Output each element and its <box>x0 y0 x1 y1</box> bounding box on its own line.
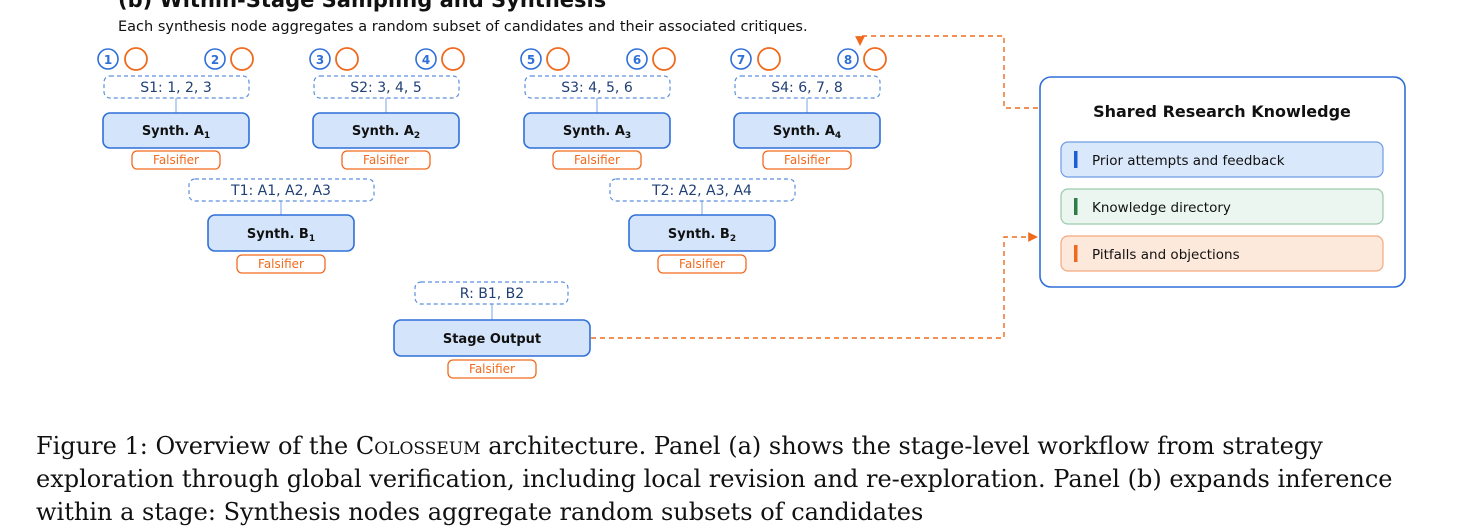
subset-box-t2: T2: A2, A3, A4 <box>609 178 796 202</box>
synth-node-a2: Synth. A2 <box>312 112 460 149</box>
candidate-pair: 6 <box>626 47 676 71</box>
knowledge-title: Shared Research Knowledge <box>1093 102 1351 121</box>
falsifier-tag: Falsifier <box>236 254 326 274</box>
candidate-pair: 5 <box>520 47 570 71</box>
accent-bar <box>1074 198 1078 215</box>
candidate-circle <box>309 48 331 70</box>
candidate-circle <box>837 48 859 70</box>
caption-text-pre: Overview of the <box>155 432 349 460</box>
knowledge-item-directory: Knowledge directory <box>1060 188 1384 225</box>
falsifier-label: Falsifier <box>258 257 304 271</box>
synth-node-b1: Synth. B1 <box>207 214 355 252</box>
critique-circle <box>441 47 465 71</box>
synth-node-a4: Synth. A4 <box>733 112 881 149</box>
candidate-number: 8 <box>844 53 852 67</box>
candidate-pair: 7 <box>730 47 781 71</box>
candidate-number: 5 <box>527 53 535 67</box>
candidate-pair: 1 <box>97 47 148 71</box>
svg-text:Synth. A2: Synth. A2 <box>352 124 420 141</box>
knowledge-to-candidate-link <box>855 35 1038 109</box>
candidate-pair: 3 <box>309 47 359 71</box>
svg-text:S2: 3, 4, 5: S2: 3, 4, 5 <box>350 80 421 96</box>
svg-text:T2: A2, A3, A4: T2: A2, A3, A4 <box>651 183 752 199</box>
falsifier-tag: Falsifier <box>341 150 431 170</box>
svg-text:Stage Output: Stage Output <box>443 332 541 347</box>
caption-name: Colosseum <box>355 432 481 460</box>
synth-node-a1: Synth. A1 <box>102 112 250 149</box>
falsifier-label: Falsifier <box>153 153 199 167</box>
falsifier-tag: Falsifier <box>131 150 221 170</box>
panel-subtitle: Each synthesis node aggregates a random … <box>118 19 808 35</box>
candidate-number: 2 <box>211 53 219 67</box>
accent-bar <box>1074 151 1078 168</box>
candidate-number: 7 <box>737 53 745 67</box>
svg-text:R: B1, B2: R: B1, B2 <box>460 286 524 302</box>
figure-caption: Figure 1: Overview of the Colosseum arch… <box>36 430 1448 529</box>
svg-text:Synth. A1: Synth. A1 <box>142 124 210 141</box>
synth-node-b2: Synth. B2 <box>628 214 776 252</box>
candidate-circle <box>626 48 648 70</box>
svg-text:T1: A1, A2, A3: T1: A1, A2, A3 <box>230 183 331 199</box>
svg-text:Pitfalls and objections: Pitfalls and objections <box>1092 247 1240 263</box>
falsifier-label: Falsifier <box>784 153 830 167</box>
svg-text:S3: 4, 5, 6: S3: 4, 5, 6 <box>561 80 633 96</box>
candidate-circle <box>97 48 119 70</box>
caption-figure-number: Figure 1: <box>36 432 148 460</box>
svg-text:Knowledge directory: Knowledge directory <box>1092 200 1231 216</box>
candidate-pair: 8 <box>837 47 887 71</box>
falsifier-label: Falsifier <box>679 257 725 271</box>
svg-text:S1: 1, 2, 3: S1: 1, 2, 3 <box>140 80 211 96</box>
svg-text:S4: 6, 7, 8: S4: 6, 7, 8 <box>771 80 842 96</box>
tree-connectors <box>175 98 808 320</box>
subset-box-r: R: B1, B2 <box>414 281 569 305</box>
subset-box-s3: S3: 4, 5, 6 <box>524 75 671 99</box>
candidate-circle <box>730 48 752 70</box>
candidate-pair: 2 <box>204 47 254 71</box>
svg-text:Synth. B1: Synth. B1 <box>247 227 315 244</box>
candidate-number: 4 <box>422 53 430 67</box>
knowledge-item-pitfalls: Pitfalls and objections <box>1060 235 1384 272</box>
accent-bar <box>1074 245 1078 262</box>
subset-box-s2: S2: 3, 4, 5 <box>313 75 460 99</box>
candidate-number: 1 <box>104 53 112 67</box>
svg-text:Synth. B2: Synth. B2 <box>668 227 736 244</box>
falsifier-tag: Falsifier <box>762 150 852 170</box>
candidate-circle <box>204 48 226 70</box>
knowledge-item-prior-attempts: Prior attempts and feedback <box>1060 141 1384 178</box>
panel-title: (b) Within-Stage Sampling and Synthesis <box>118 0 607 12</box>
svg-text:Synth. A3: Synth. A3 <box>563 124 631 141</box>
stage-output-node: Stage Output <box>393 319 591 357</box>
critique-circle <box>757 47 781 71</box>
subset-box-s1: S1: 1, 2, 3 <box>103 75 250 99</box>
svg-text:Prior attempts and feedback: Prior attempts and feedback <box>1092 153 1285 169</box>
falsifier-tag: Falsifier <box>657 254 747 274</box>
falsifier-label: Falsifier <box>469 362 515 376</box>
critique-circle <box>546 47 570 71</box>
candidate-number: 6 <box>633 53 641 67</box>
candidate-circle <box>415 48 437 70</box>
falsifier-label: Falsifier <box>574 153 620 167</box>
candidate-pair: 4 <box>415 47 465 71</box>
critique-circle <box>124 47 148 71</box>
candidate-circle <box>520 48 542 70</box>
critique-circle <box>652 47 676 71</box>
subset-box-s4: S4: 6, 7, 8 <box>734 75 881 99</box>
falsifier-label: Falsifier <box>363 153 409 167</box>
synth-node-a3: Synth. A3 <box>523 112 671 149</box>
candidate-number: 3 <box>316 53 324 67</box>
svg-text:Synth. A4: Synth. A4 <box>773 124 841 141</box>
critique-circle <box>230 47 254 71</box>
shared-knowledge-panel: Shared Research Knowledge Prior attempts… <box>1039 76 1406 288</box>
output-to-knowledge-link <box>591 232 1038 339</box>
synthesis-diagram: 1 2 3 4 5 6 7 8 S1: 1, 2, 3 <box>97 35 1406 379</box>
knowledge-links <box>591 35 1038 339</box>
falsifier-tag: Falsifier <box>447 359 537 379</box>
critique-circle <box>335 47 359 71</box>
falsifier-tag: Falsifier <box>552 150 642 170</box>
subset-box-t1: T1: A1, A2, A3 <box>188 178 375 202</box>
critique-circle <box>863 47 887 71</box>
